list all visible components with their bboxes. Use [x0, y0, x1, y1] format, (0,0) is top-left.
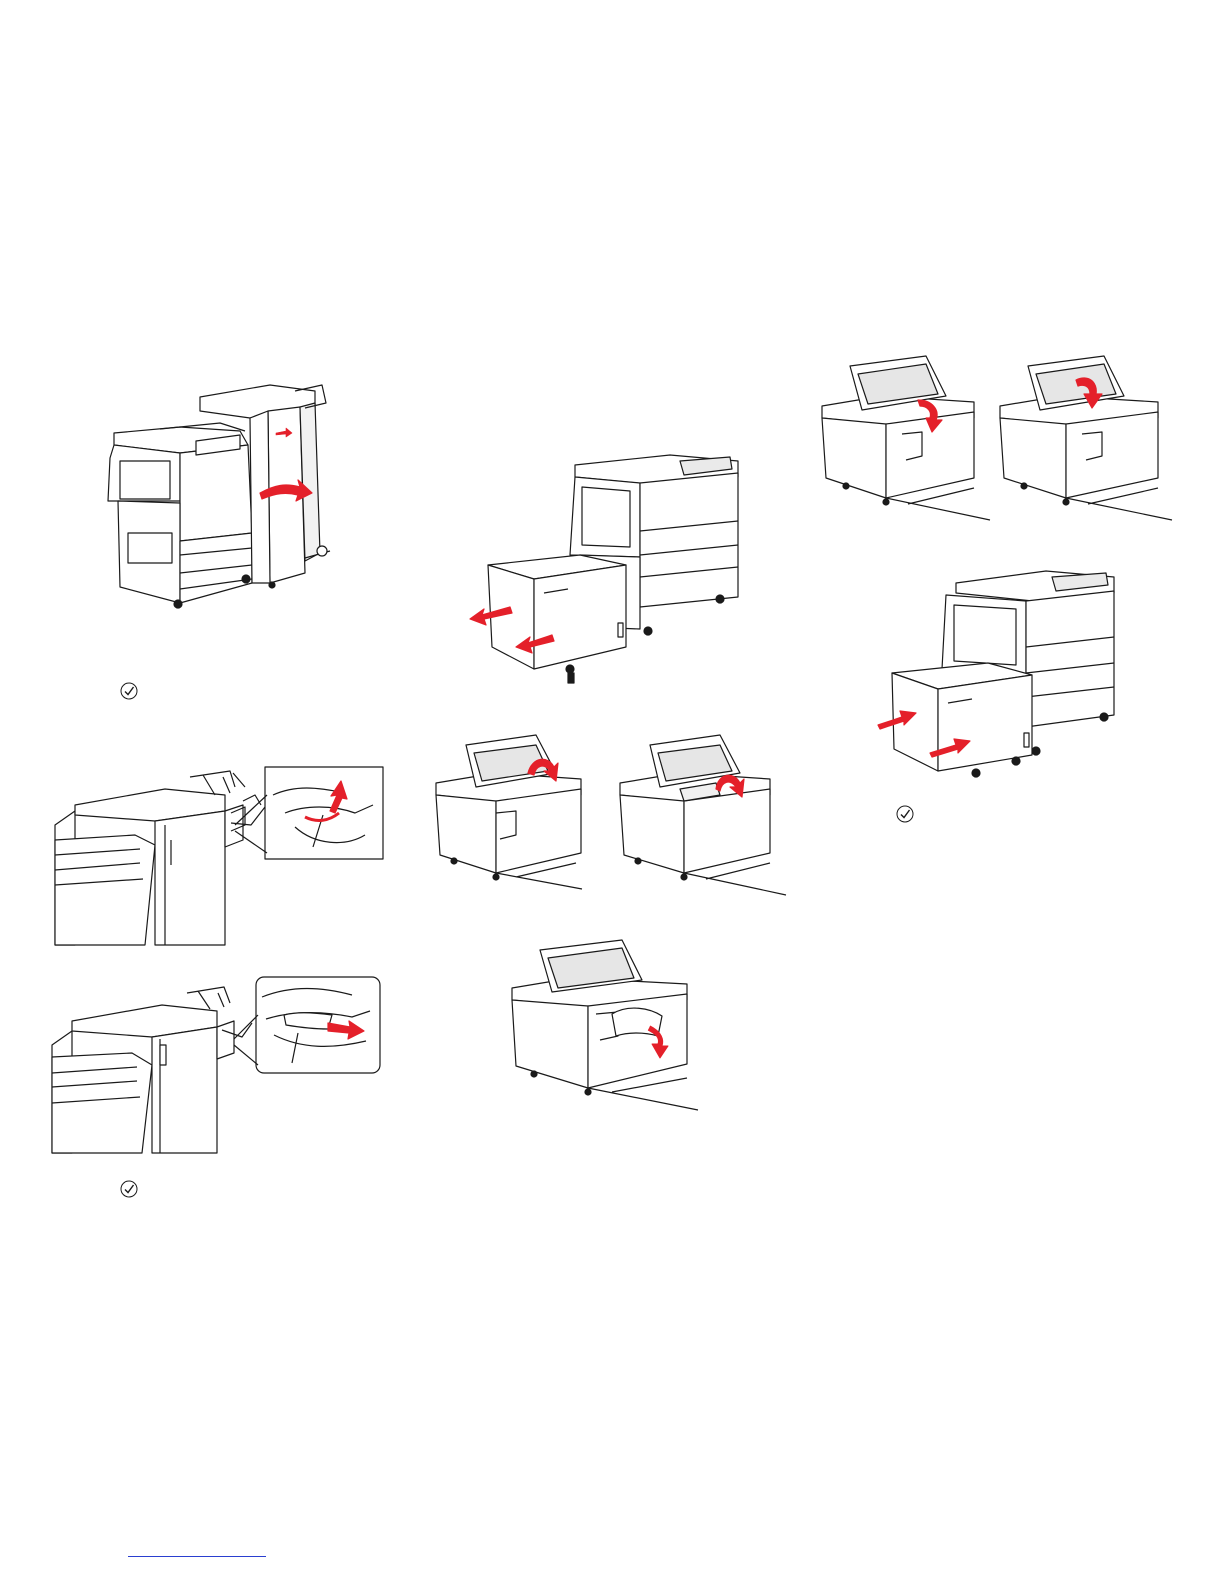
printer-pull-away-high-capacity-feeder-icon: [470, 447, 745, 687]
feeder-close-top-cover-icon: [1000, 360, 1175, 522]
checkmark-icon: [120, 1180, 138, 1198]
finisher-output-bin-lift-callout-icon: [55, 765, 385, 947]
checkmark-icon: [896, 805, 914, 823]
push-feeder-back-to-printer-icon: [876, 565, 1121, 790]
footer-link-underline[interactable]: [128, 1556, 266, 1557]
feeder-open-inner-guide-icon: [620, 743, 788, 898]
feeder-close-inner-guide-icon: [822, 360, 992, 522]
checkmark-icon: [120, 682, 138, 700]
finisher-output-bin-remove-paper-callout-icon: [52, 975, 382, 1155]
feeder-remove-jammed-paper-icon: [512, 940, 702, 1115]
printer-with-finisher-open-door-icon: [100, 383, 340, 615]
feeder-open-top-cover-icon: [436, 743, 592, 893]
